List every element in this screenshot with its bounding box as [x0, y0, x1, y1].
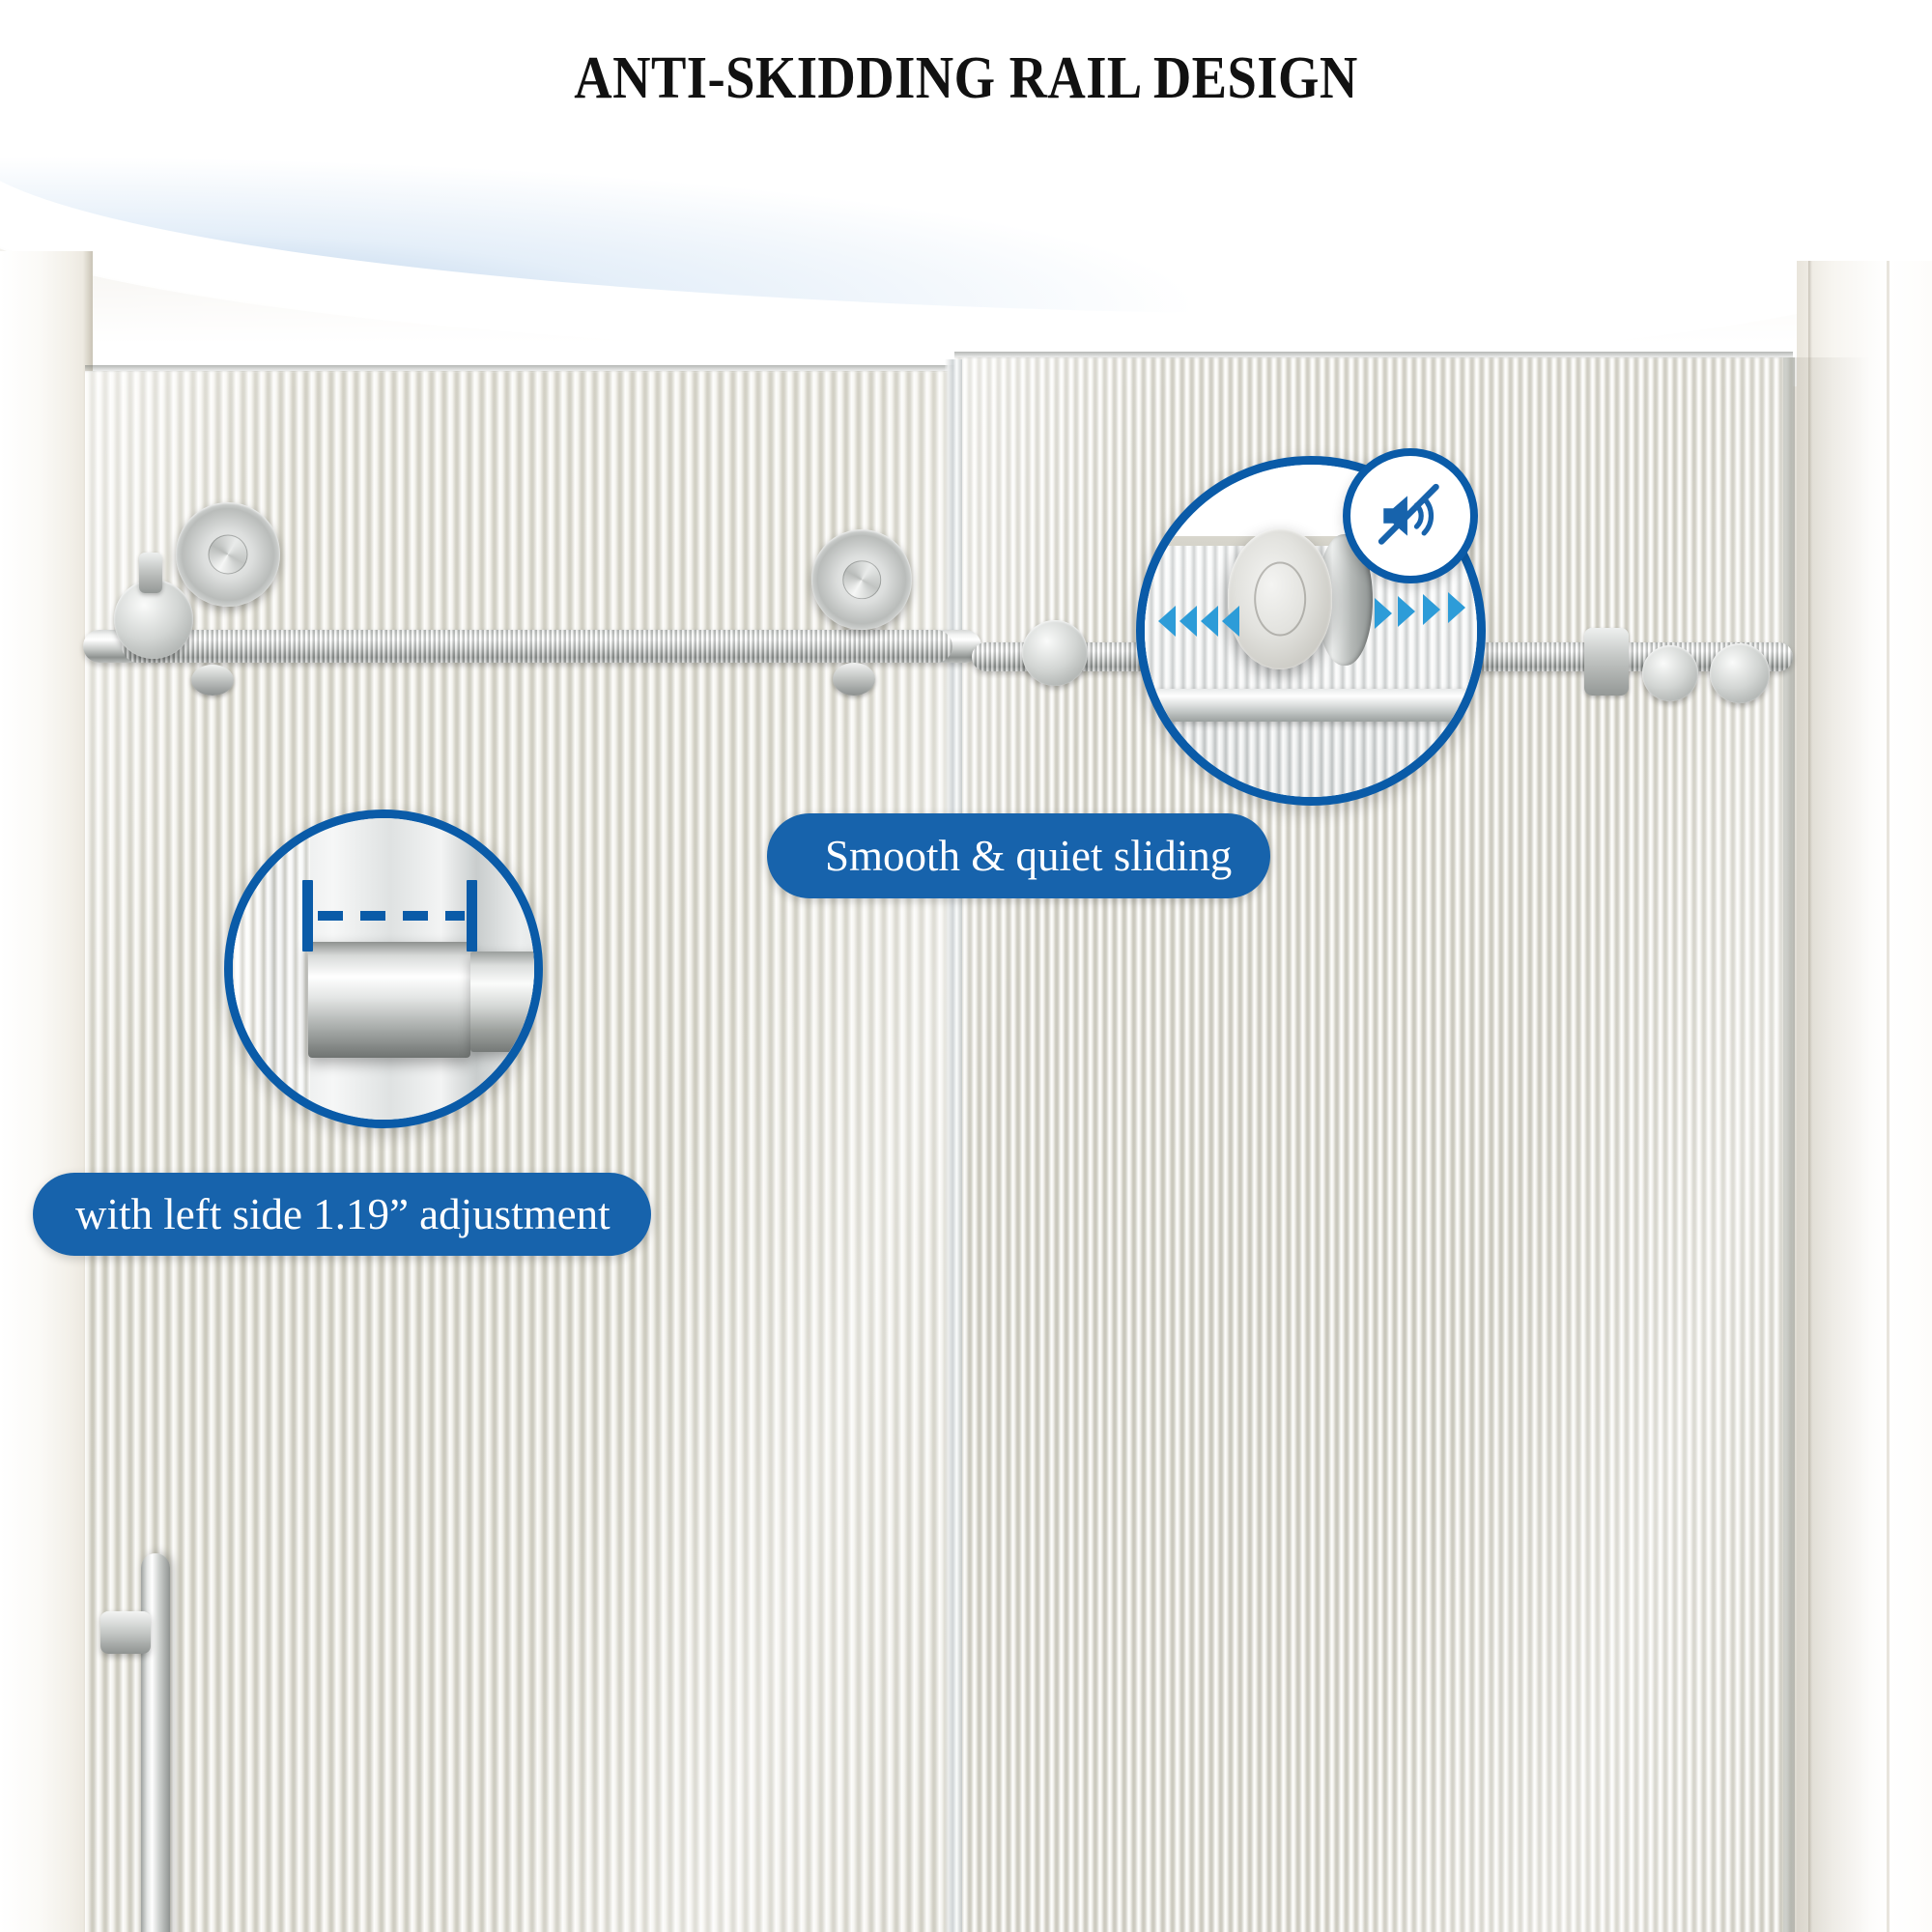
rail-end-cap-right — [1710, 643, 1770, 703]
rear-panel-right-edge — [1783, 357, 1795, 1932]
roller-cap-far-right — [1642, 645, 1698, 701]
dimension-tick-right-icon — [467, 880, 477, 952]
top-rail-front — [83, 630, 981, 663]
callout-label-text: Smooth & quiet sliding — [825, 832, 1233, 880]
roller-disc-center — [811, 529, 912, 630]
roller-wheel-icon — [1228, 528, 1332, 669]
callout-label-left-adjustment[interactable]: with left side 1.19” adjustment — [33, 1173, 651, 1256]
zoom-circle-content — [233, 818, 534, 1120]
door-handle[interactable] — [141, 1553, 170, 1932]
dimension-tick-left-icon — [302, 880, 313, 952]
right-wall-trim — [1887, 261, 1889, 1932]
speaker-mute-badge — [1343, 448, 1478, 583]
slide-arrow-right-icon — [1398, 596, 1415, 627]
left-wall-column — [0, 251, 93, 1932]
product-photo-scene: Smooth & quiet sliding with left side 1.… — [0, 116, 1932, 1932]
slide-arrow-left-icon — [1179, 606, 1197, 637]
speaker-mute-icon — [1378, 483, 1439, 545]
anti-skid-stopper-left — [191, 665, 234, 696]
roller-bolt-left — [139, 553, 162, 593]
rail-knurl-texture — [122, 630, 952, 663]
roller-cap-rear — [1022, 620, 1088, 686]
slide-arrow-right-icon — [1423, 594, 1440, 625]
right-wall-column — [1797, 261, 1932, 1932]
roller-shaft-collar — [470, 952, 534, 1052]
slide-arrow-left-icon — [1222, 606, 1239, 637]
front-panel-top-edge — [85, 365, 954, 373]
door-handle-mount — [100, 1611, 151, 1654]
right-wall-shadow — [1793, 357, 1870, 1932]
slide-arrow-right-icon — [1375, 598, 1392, 629]
panel-meeting-stile — [945, 359, 962, 1932]
zoom-bg-reeds — [233, 818, 310, 1120]
callout-label-smooth-quiet[interactable]: Smooth & quiet sliding — [767, 813, 1271, 898]
roller-disc-left — [176, 502, 280, 607]
roller-shaft — [308, 942, 470, 1058]
zoom-top-rail — [1145, 689, 1477, 722]
callout-zoom-circle-left-adjustment — [224, 810, 543, 1128]
slide-arrow-right-icon — [1448, 592, 1465, 623]
right-wall-edge — [1808, 261, 1812, 1932]
slide-arrow-left-icon — [1201, 606, 1218, 637]
page-title: ANTI-SKIDDING RAIL DESIGN — [574, 45, 1358, 111]
rear-panel-top-edge — [954, 352, 1793, 359]
slide-arrow-left-icon — [1158, 606, 1176, 637]
dimension-dashed-line-icon — [318, 911, 465, 921]
callout-label-text: with left side 1.19” adjustment — [75, 1190, 611, 1238]
anti-skid-stopper-center — [833, 663, 875, 696]
rail-bracket-right — [1584, 628, 1629, 696]
